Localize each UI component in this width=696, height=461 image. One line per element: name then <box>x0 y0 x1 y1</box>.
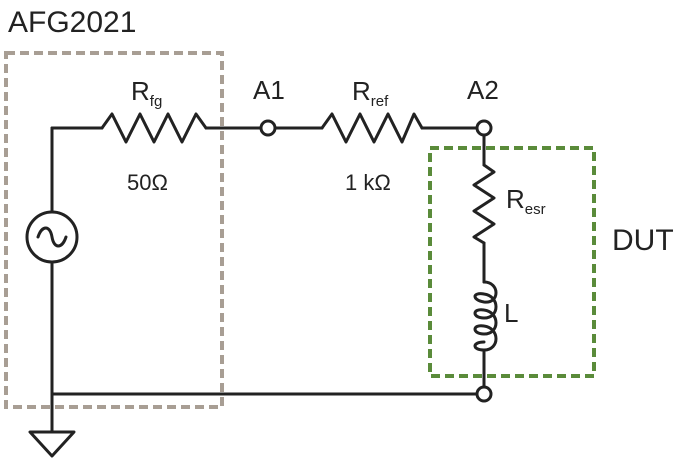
ground-icon <box>28 430 76 458</box>
afg2021-box <box>4 51 224 409</box>
inductor-label: L <box>504 298 519 328</box>
afg2021-label: AFG2021 <box>8 6 137 39</box>
a2-label: A2 <box>467 75 499 105</box>
rref-value: 1 kΩ <box>345 170 391 195</box>
rfg-value: 50Ω <box>127 170 168 195</box>
rref-subscript: ref <box>370 93 389 110</box>
resr-symbol: R <box>506 184 525 214</box>
sine-wave-icon <box>36 226 68 248</box>
dut-box <box>428 146 596 378</box>
rref-label: Rref <box>352 78 388 109</box>
resr-label: Resr <box>506 186 546 217</box>
rref-symbol: R <box>352 76 371 106</box>
dut-label: DUT <box>612 224 674 257</box>
rfg-label: Rfg <box>131 78 162 109</box>
resr-resistor <box>472 163 496 245</box>
rfg-subscript: fg <box>149 93 163 110</box>
rfg-resistor <box>100 112 208 144</box>
node-bottom <box>475 385 493 403</box>
resr-subscript: esr <box>524 201 546 218</box>
node-a2 <box>475 119 493 137</box>
a1-label: A1 <box>253 75 285 105</box>
inductor-coil <box>473 280 498 352</box>
node-a1 <box>259 119 277 137</box>
rfg-symbol: R <box>131 76 150 106</box>
rref-resistor <box>320 112 424 144</box>
